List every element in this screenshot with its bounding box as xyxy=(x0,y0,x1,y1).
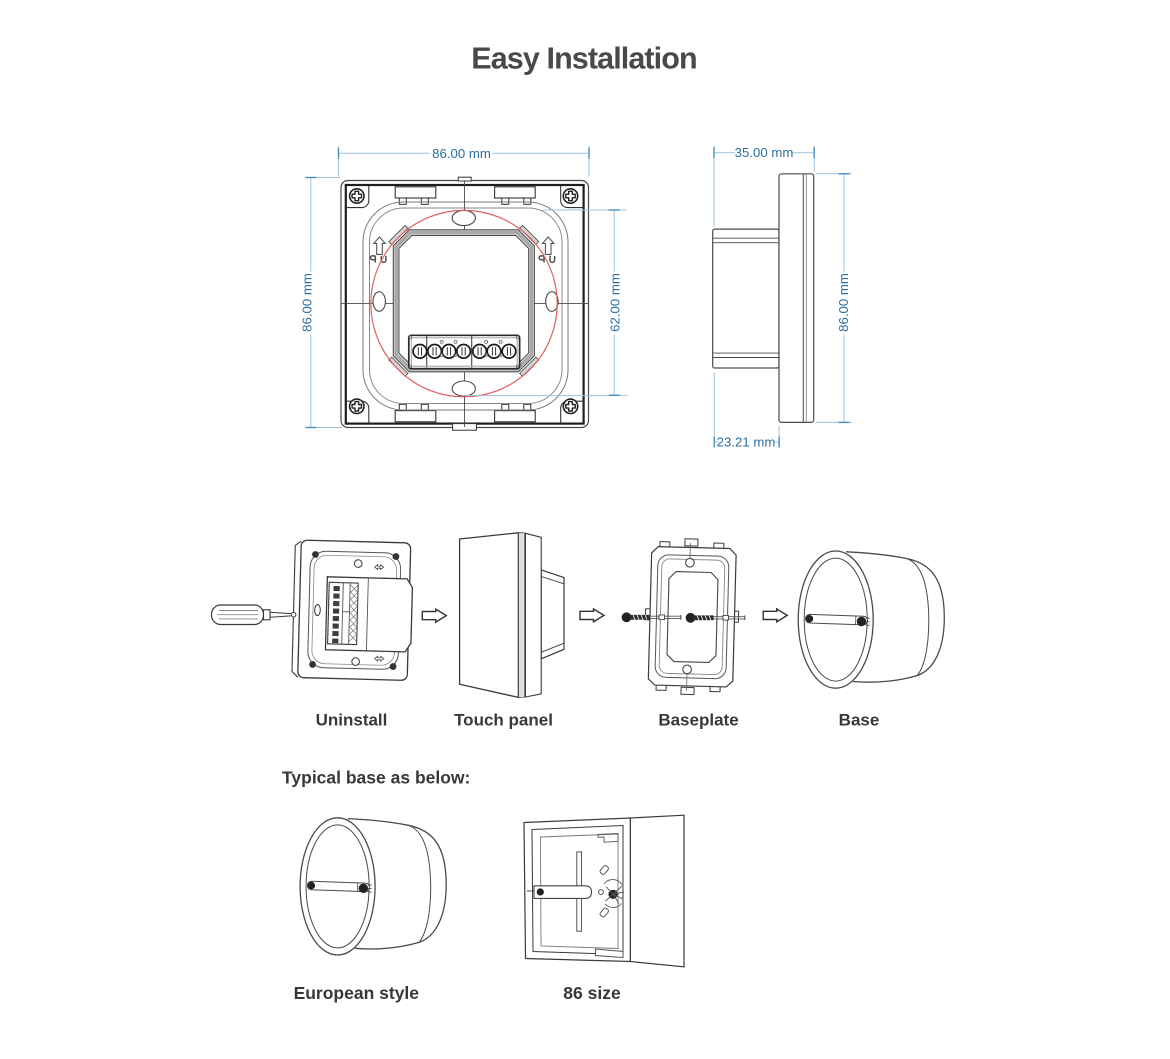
svg-text:86.00 mm: 86.00 mm xyxy=(432,146,491,161)
svg-text:23.21 mm: 23.21 mm xyxy=(717,434,776,449)
svg-text:Touch panel: Touch panel xyxy=(454,711,553,730)
svg-text:62.00 mm: 62.00 mm xyxy=(608,273,623,332)
svg-text:86.00 mm: 86.00 mm xyxy=(300,273,315,332)
svg-text:86.00 mm: 86.00 mm xyxy=(836,273,851,332)
svg-text:35.00 mm: 35.00 mm xyxy=(735,145,794,160)
svg-text:Easy Installation: Easy Installation xyxy=(471,42,696,76)
svg-text:Base: Base xyxy=(839,711,880,730)
svg-text:Typical base as below:: Typical base as below: xyxy=(282,768,470,788)
svg-text:Uninstall: Uninstall xyxy=(316,711,388,730)
svg-text:Baseplate: Baseplate xyxy=(658,711,738,730)
svg-text:86 size: 86 size xyxy=(563,983,621,1003)
svg-text:European style: European style xyxy=(294,983,420,1003)
